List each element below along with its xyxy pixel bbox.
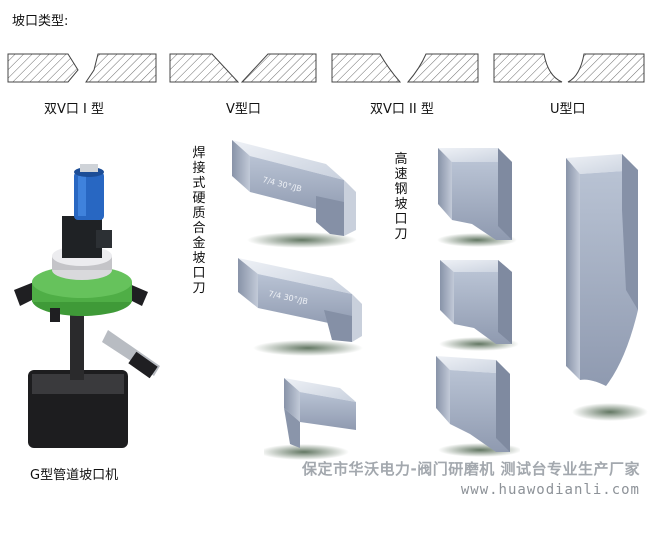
carbide-blade-2: 7/4 30°/JB — [228, 248, 368, 362]
u-type-blade — [560, 150, 650, 434]
machine-caption: G型管道坡口机 — [30, 468, 119, 483]
bevel-machine-image — [10, 160, 178, 454]
bevel-label-v: V型口 — [226, 102, 261, 117]
hss-blade-2 — [434, 252, 524, 356]
hss-blade-3 — [430, 348, 522, 462]
bevel-profile-v — [168, 46, 320, 86]
bevel-profile-u — [492, 46, 648, 86]
carbide-bevel-tool-label: 焊接式硬质合金坡口刀 — [192, 146, 206, 296]
company-watermark: 保定市华沃电力-阀门研磨机 测试台专业生产厂家 — [302, 460, 640, 478]
bevel-profile-double-v-ii — [330, 46, 482, 86]
page-title: 坡口类型: — [12, 14, 69, 29]
bevel-label-u: U型口 — [550, 102, 586, 117]
bevel-label-double-v-ii: 双V口 II 型 — [370, 102, 434, 117]
carbide-blade-3 — [259, 372, 374, 466]
carbide-blade-1: 7/4 30°/JB — [222, 130, 362, 254]
bevel-label-double-v-i: 双V口 I 型 — [44, 102, 104, 117]
website-url[interactable]: www.huawodianli.com — [460, 482, 640, 498]
bevel-profile-double-v-i — [6, 46, 158, 86]
hss-bevel-tool-label: 高速钢坡口刀 — [394, 152, 408, 242]
hss-blade-1 — [432, 140, 522, 254]
